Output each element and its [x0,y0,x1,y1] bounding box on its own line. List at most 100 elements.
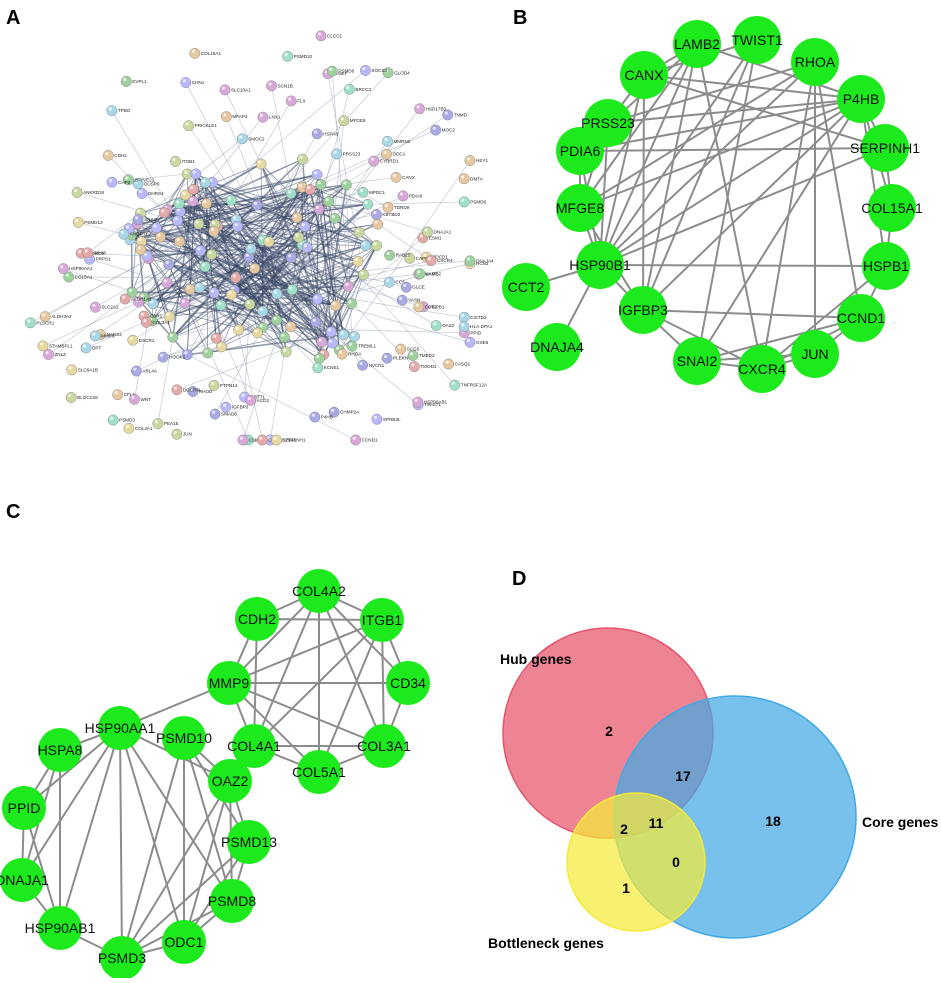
network-a-node-highlight [254,202,257,205]
network-a-node [191,169,201,179]
network-a-node-label: CDH2 [114,153,127,158]
network-b-node-label: HSPB1 [863,258,909,274]
network-c-node-label: CD34 [390,675,426,691]
network-a-node-label: CCT2 [425,304,437,309]
network-a-node [384,277,394,287]
network-a-node-highlight [170,334,173,337]
network-a-node-highlight [223,113,226,116]
network-a-node-highlight [433,127,436,130]
network-a-node [90,331,100,341]
network-a-node [358,270,368,280]
network-a-node-highlight [329,68,332,71]
network-a-node-highlight [160,354,163,357]
network-a-node [220,85,230,95]
network-a-node [233,325,243,335]
network-a-node-label: CISTD2 [470,315,487,320]
network-a-node-label: EVPL1 [132,79,147,84]
network-a-node-label: TMED2 [419,353,435,358]
network-b-node-label: LAMB2 [674,36,720,52]
network-a-node-highlight [461,175,464,178]
network-b-node-label: MFGE8 [556,200,604,216]
network-a-node-label: IGFBP3 [232,405,249,410]
network-a-node-highlight [340,331,343,334]
network-a-node-highlight [393,174,396,177]
network-a-node-highlight [416,304,419,307]
network-a-node-highlight [60,265,63,268]
network-a-node-highlight [461,323,464,326]
network-b-node-label: HSP90B1 [569,257,631,273]
network-a-node-highlight [228,291,231,294]
network-a-node-highlight [445,361,448,364]
network-a-node [200,262,210,272]
network-a-node-label: CHP2 [118,180,131,185]
network-a-node [194,283,204,293]
network-a-node [112,390,122,400]
network-c-node-label: DNAJA1 [0,872,49,888]
network-a-node [286,188,296,198]
network-a-node-highlight [166,261,169,264]
network-a-node-label: GPX8 [94,250,107,255]
network-a-node-label: FLII [297,98,305,103]
network-a-node [316,31,326,41]
network-a-node [349,331,359,341]
network-a-node-label: GLOD4 [394,70,410,75]
network-a-node-highlight [288,323,291,326]
network-a-node-highlight [355,258,358,261]
network-a-node-highlight [417,105,420,108]
network-a-node-label: COL3A1 [152,320,170,325]
network-a-node [66,392,76,402]
network-a-node [155,232,165,242]
network-a-node [221,112,231,122]
network-a-node-highlight [143,319,146,322]
network-a-node-highlight [138,238,141,241]
network-a-node-label: CANX [402,175,415,180]
network-a-node [313,363,323,373]
network-a-node-highlight [336,347,339,350]
network-a-node-highlight [373,211,376,214]
network-a-node [314,353,324,363]
network-a-node-highlight [218,344,221,347]
network-a-node-label: TNFRSF12A [461,383,488,388]
network-a-node-label: PRPS1 [96,257,112,262]
network-a-node [131,366,141,376]
network-a-node-label: MFAP4 [232,114,248,119]
network-a-node [172,429,182,439]
network-a-node-label: CXCR4 [437,258,453,263]
network-a-node-label: OAZ2 [442,323,454,328]
network-a-node-highlight [138,246,141,249]
network-a-node-highlight [182,192,185,195]
network-a-node-highlight [411,363,414,366]
network-a-node-highlight [445,112,448,115]
network-a-node [443,359,453,369]
network-a-node [286,96,296,106]
panel-letter-c: C [6,501,20,523]
network-a-node [188,184,198,194]
network-a-node [312,129,322,139]
network-a-node-label: KCNE1 [324,365,340,370]
network-a-node-highlight [467,339,470,342]
network-a-node [103,150,113,160]
network-a-node [465,337,475,347]
network-a-node-highlight [341,117,344,120]
network-a-edge [69,277,236,278]
network-a-node [231,272,241,282]
venn-circle-bottleneck [567,793,705,931]
network-a-node [317,337,327,347]
network-c-node-label: COL4A2 [292,583,346,599]
network-a-node [43,349,53,359]
network-a-node-highlight [251,265,254,268]
network-a-node-highlight [109,107,112,110]
network-a-node-label: ANKRD34 [83,190,105,195]
network-a-node-highlight [153,224,156,227]
network-a-node-highlight [384,355,387,358]
network-a-node-label: DHRS4 [148,191,164,196]
network-a-node-highlight [314,130,317,133]
network-a-node [201,198,211,208]
network-a-node-highlight [346,86,349,89]
network-a-node [331,149,341,159]
network-a-node [372,219,382,229]
network-a-node-highlight [164,279,167,282]
network-a-node-highlight [266,238,269,241]
network-a-node [210,409,220,419]
network-a-node-label: PSMD3 [119,418,135,423]
